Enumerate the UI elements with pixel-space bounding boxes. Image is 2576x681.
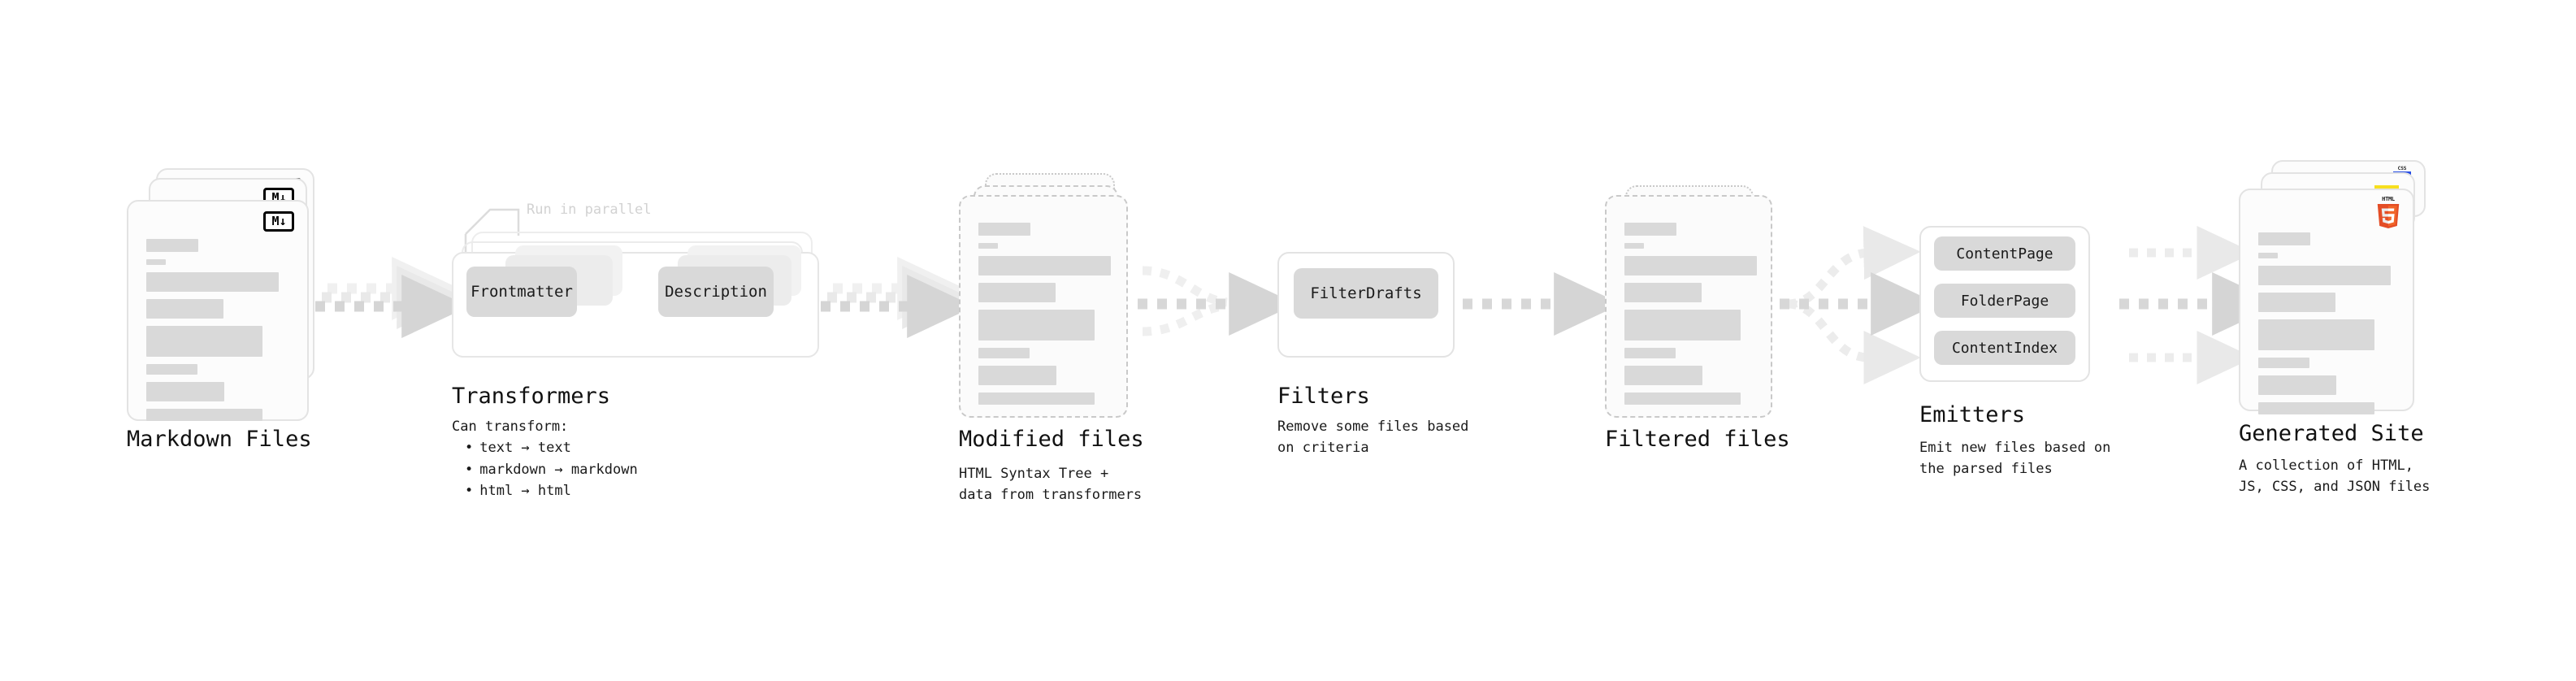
filters-subtitle: Remove some files based on criteria (1277, 419, 1469, 457)
transformers-item: text → text (465, 437, 638, 458)
markdown-files-title: Markdown Files (127, 427, 312, 452)
arrow-filtered-to-emitters (1780, 226, 1939, 384)
modified-files-subtitle: HTML Syntax Tree + data from transformer… (959, 466, 1143, 504)
generated-placeholder-lines (2258, 232, 2398, 422)
html5-icon: HTML (2375, 197, 2401, 229)
modified-placeholder-lines (978, 223, 1112, 412)
filtered-card-front (1605, 195, 1772, 418)
filter-pill-filterdrafts[interactable]: FilterDrafts (1294, 268, 1438, 319)
generated-site-title: Generated Site (2239, 421, 2424, 446)
html5-shield-icon (2377, 204, 2400, 228)
arrow-markdown-to-transformers (315, 257, 470, 338)
generated-card-html: HTML (2239, 189, 2414, 414)
transformer-pill-description[interactable]: Description (658, 267, 774, 317)
modified-card-front (959, 195, 1128, 418)
emitter-pill-contentindex[interactable]: ContentIndex (1934, 331, 2075, 365)
markdown-placeholder-lines (146, 239, 293, 428)
transformers-capabilities: Can transform: text → text markdown → ma… (452, 416, 638, 501)
arrow-transformers-to-modified (821, 257, 975, 338)
markdown-icon: M↓ (263, 211, 294, 232)
transformers-item-list: text → text markdown → markdown html → h… (452, 437, 638, 501)
modified-files-title: Modified files (959, 427, 1144, 452)
generated-site-subtitle: A collection of HTML, JS, CSS, and JSON … (2239, 458, 2431, 496)
emitter-pill-folderpage[interactable]: FolderPage (1934, 284, 2075, 318)
transformers-item: markdown → markdown (465, 459, 637, 480)
markdown-card-front: M↓ (127, 200, 309, 421)
filtered-placeholder-lines (1624, 223, 1757, 412)
transformer-pill-frontmatter[interactable]: Frontmatter (466, 267, 577, 317)
run-in-parallel-label: Run in parallel (527, 202, 652, 218)
emitter-pill-contentpage[interactable]: ContentPage (1934, 236, 2075, 271)
transformers-item: html → html (465, 480, 638, 501)
arrow-modified-to-filters (1138, 266, 1297, 336)
filtered-files-title: Filtered files (1605, 427, 1790, 452)
transformers-title: Transformers (452, 384, 611, 409)
emitters-subtitle: Emit new files based on the parsed files (1919, 440, 2111, 478)
arrow-emitters-to-site (2119, 226, 2280, 384)
transformers-lead: Can transform: (452, 419, 569, 435)
emitters-title: Emitters (1919, 402, 2026, 427)
filters-title: Filters (1277, 384, 1370, 409)
